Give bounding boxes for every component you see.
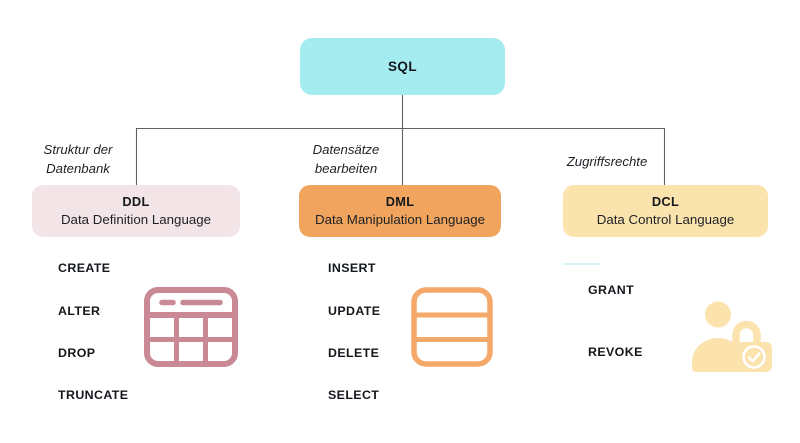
node-ddl-abbr: DDL <box>122 193 150 209</box>
node-dml-full-name: Data Manipulation Language <box>314 211 486 227</box>
caption-dml: Datensätze bearbeiten <box>312 142 380 176</box>
node-dcl[interactable]: DCL Data Control Language <box>563 185 768 237</box>
caption-ddl: Struktur der Datenbank <box>43 142 113 176</box>
command-item: DROP <box>58 346 96 360</box>
command-item: INSERT <box>328 261 376 275</box>
command-item: REVOKE <box>588 345 643 359</box>
user-unlocked-padlock-icon <box>692 300 776 377</box>
caption-dcl: Zugriffsrechte <box>566 154 648 169</box>
command-item: GRANT <box>588 283 635 297</box>
command-item: DELETE <box>328 346 380 360</box>
decorative-artifact-line <box>563 263 601 265</box>
command-item: TRUNCATE <box>58 388 129 402</box>
table-rows-icon <box>410 286 494 373</box>
node-dml[interactable]: DML Data Manipulation Language <box>299 185 501 237</box>
command-item: ALTER <box>58 304 101 318</box>
node-dcl-abbr: DCL <box>651 193 680 209</box>
command-item: UPDATE <box>328 304 381 318</box>
node-sql[interactable]: SQL <box>300 38 505 95</box>
node-ddl-full-name: Data Definition Language <box>60 211 212 227</box>
node-ddl[interactable]: DDL Data Definition Language <box>32 185 240 237</box>
node-dml-abbr: DML <box>385 193 415 209</box>
node-dcl-full-name: Data Control Language <box>596 211 735 227</box>
command-item: SELECT <box>328 388 380 402</box>
table-grid-icon <box>143 286 239 373</box>
node-sql-label: SQL <box>388 59 417 74</box>
command-item: CREATE <box>58 261 111 275</box>
